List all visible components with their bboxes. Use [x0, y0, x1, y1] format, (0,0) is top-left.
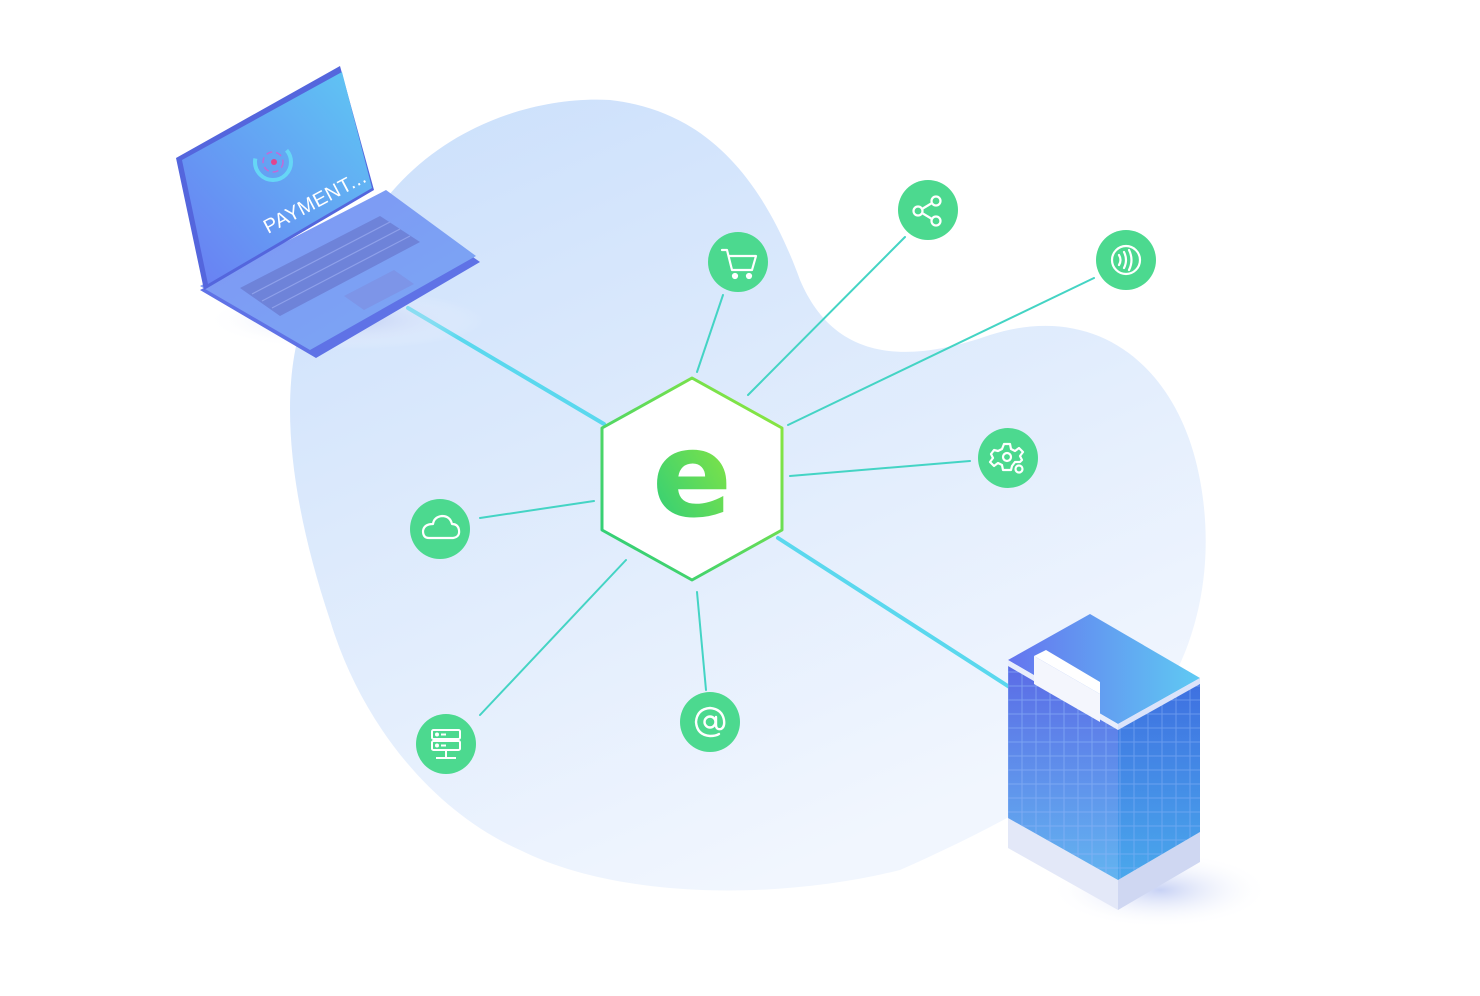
laptop-illustration: PAYMENT... [176, 66, 485, 358]
link-settings [789, 460, 971, 477]
cloud-icon [421, 514, 461, 540]
link-contactless [787, 277, 1095, 426]
link-cart [696, 294, 724, 373]
link-hub-building [776, 536, 1016, 692]
trackpad [344, 270, 414, 310]
link-server [479, 559, 627, 716]
building-illustration [1008, 614, 1270, 928]
contactless-payment-icon [1110, 244, 1142, 276]
link-cloud [479, 500, 595, 519]
hub-node[interactable]: e [600, 376, 784, 582]
node-server[interactable] [416, 714, 476, 774]
loading-spinner-icon [253, 142, 293, 182]
node-contactless[interactable] [1096, 230, 1156, 290]
gear-settings-icon [988, 442, 1025, 474]
spoke-links [479, 236, 1095, 716]
node-cloud[interactable] [410, 499, 470, 559]
hub-hexagon [600, 376, 784, 582]
node-settings[interactable] [978, 428, 1038, 488]
at-sign-icon [694, 706, 726, 738]
hub-letter: e [652, 406, 732, 544]
node-cart[interactable] [708, 232, 768, 292]
shopping-cart-icon [720, 248, 758, 280]
link-email [696, 591, 707, 691]
link-share [747, 236, 906, 396]
server-icon [431, 729, 461, 759]
node-email[interactable] [680, 692, 740, 752]
node-share[interactable] [898, 180, 958, 240]
share-icon [912, 195, 942, 227]
